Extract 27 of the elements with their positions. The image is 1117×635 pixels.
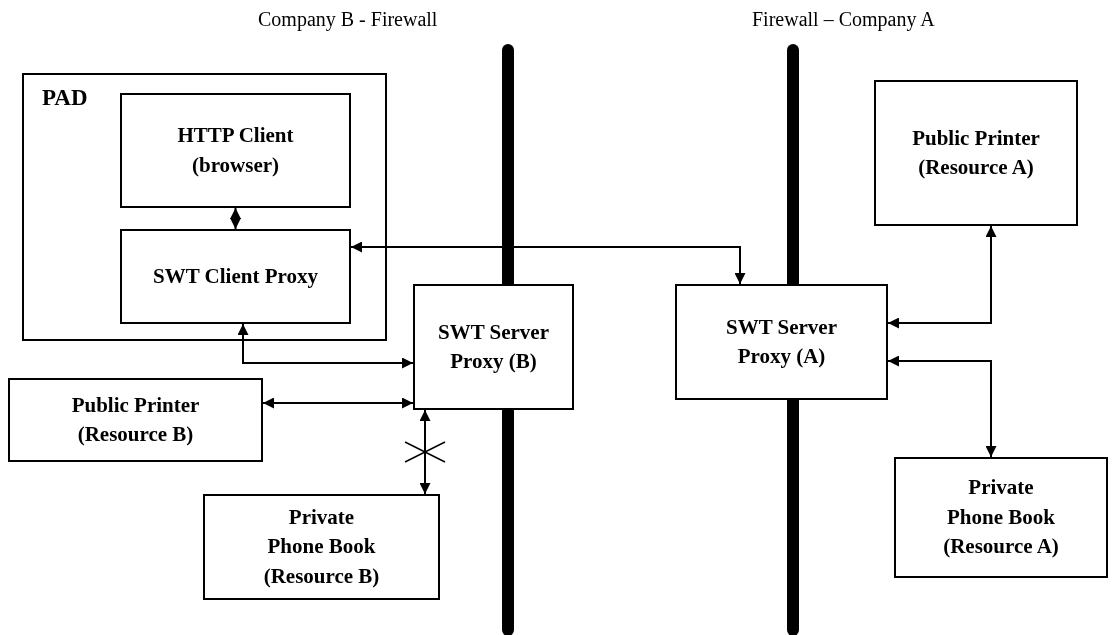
box-label: Private Phone Book (Resource B) <box>263 503 380 590</box>
box-label: SWT Server Proxy (A) <box>725 313 838 370</box>
component-box <box>120 229 351 324</box>
connector-arrow <box>419 409 431 495</box>
container-title: PAD <box>42 85 88 111</box>
component-box <box>203 494 440 600</box>
device-container <box>22 73 387 341</box>
box-label: Public Printer (Resource B) <box>70 391 201 448</box>
box-label: HTTP Client (browser) <box>176 122 295 179</box>
firewall-label: Firewall – Company A <box>752 8 935 31</box>
connector-arrow <box>262 397 414 409</box>
component-box <box>413 284 574 410</box>
component-box <box>675 284 888 400</box>
component-box <box>120 93 351 208</box>
connector-arrow <box>350 241 746 285</box>
box-label: SWT Client Proxy <box>153 262 318 290</box>
connector-arrow <box>887 355 997 458</box>
connector-arrow <box>230 207 241 230</box>
connector-arrow <box>237 323 414 369</box>
box-label: Public Printer (Resource A) <box>911 124 1041 181</box>
component-box <box>8 378 263 462</box>
component-box <box>894 457 1108 578</box>
connector-arrow <box>887 225 997 329</box>
component-box <box>874 80 1078 226</box>
box-label: Private Phone Book (Resource A) <box>942 474 1060 561</box>
firewall-label: Company B - Firewall <box>258 8 438 31</box>
box-label: SWT Server Proxy (B) <box>437 318 550 375</box>
